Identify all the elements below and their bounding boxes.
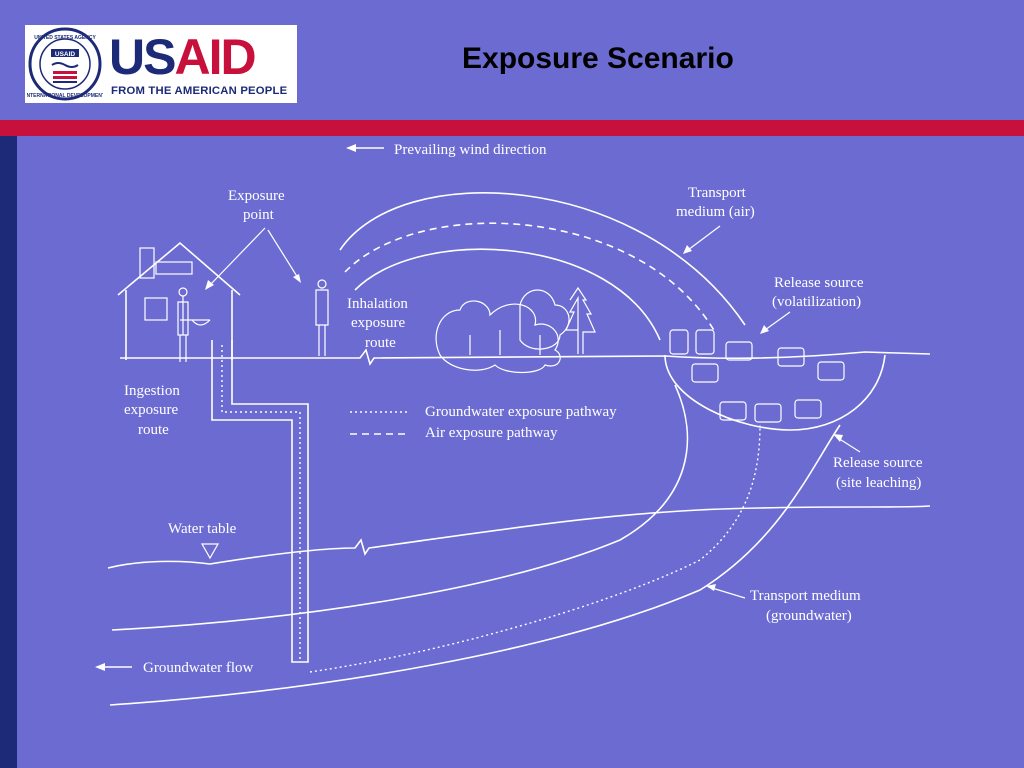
barrels-icon (669, 329, 845, 423)
label-inhalation-1: Inhalation (347, 296, 408, 312)
air-plume-outer (339, 192, 746, 326)
svg-text:UNITED STATES AGENCY: UNITED STATES AGENCY (34, 35, 96, 41)
label-transport-air-2: medium (air) (676, 204, 755, 220)
label-exposure-point-1: Exposure (228, 188, 285, 204)
label-release-volatilization-1: Release source (774, 275, 864, 291)
usaid-tagline: FROM THE AMERICAN PEOPLE (111, 85, 288, 97)
air-plume-inner (354, 248, 661, 341)
person-outside-icon (315, 279, 329, 356)
label-ingestion-2: exposure (124, 402, 178, 418)
exposure-point-arrow-left (209, 227, 266, 286)
transport-air-arrow (687, 225, 721, 251)
legend-air-label: Air exposure pathway (425, 425, 558, 441)
label-inhalation-3: route (365, 335, 396, 351)
label-transport-air-1: Transport (688, 185, 747, 201)
gw-plume-lower (109, 424, 841, 706)
air-plume-dashed (344, 222, 716, 333)
label-transport-gw-1: Transport medium (750, 588, 861, 604)
water-table-line (107, 505, 931, 569)
legend-groundwater-label: Groundwater exposure pathway (425, 404, 617, 420)
usaid-wordmark: USAID (109, 29, 257, 85)
wordmark-us: US (109, 29, 176, 85)
label-exposure-point-2: point (243, 207, 275, 223)
exposure-point-arrow-right (267, 229, 299, 279)
person-in-house-icon (177, 287, 189, 362)
svg-text:INTERNATIONAL DEVELOPMENT: INTERNATIONAL DEVELOPMENT (27, 93, 103, 99)
waste-pit (664, 354, 886, 431)
wordmark-aid: AID (174, 29, 256, 85)
water-table-marker-icon (200, 543, 220, 560)
groundwater-flow-arrow-icon (95, 663, 132, 671)
page-title: Exposure Scenario (462, 42, 734, 75)
left-accent-bar (0, 136, 17, 768)
label-ingestion-3: route (138, 422, 169, 438)
well-pipe (211, 340, 309, 663)
label-release-leaching-2: (site leaching) (836, 475, 921, 491)
label-release-leaching-1: Release source (833, 455, 923, 471)
usaid-seal-icon: UNITED STATES AGENCY INTERNATIONAL DEVEL… (27, 27, 103, 101)
label-wind-direction: Prevailing wind direction (394, 142, 547, 158)
ground-surface (120, 348, 931, 366)
label-transport-gw-2: (groundwater) (766, 608, 852, 624)
header-band (0, 120, 1024, 136)
release-leaching-arrow (837, 437, 861, 453)
release-volatilization-arrow (764, 311, 791, 331)
label-inhalation-2: exposure (351, 315, 405, 331)
label-water-table: Water table (168, 521, 237, 537)
usaid-logo: UNITED STATES AGENCY INTERNATIONAL DEVEL… (25, 25, 297, 103)
label-ingestion-1: Ingestion (124, 383, 180, 399)
wind-arrow-icon (346, 144, 384, 152)
trees-icon (435, 286, 596, 374)
label-release-volatilization-2: (volatilization) (772, 294, 861, 310)
transport-gw-arrow (711, 587, 746, 599)
gw-plume-upper (111, 384, 689, 631)
seal-inner-text: USAID (55, 51, 76, 58)
gw-plume-dotted (309, 424, 761, 673)
label-groundwater-flow: Groundwater flow (143, 660, 254, 676)
